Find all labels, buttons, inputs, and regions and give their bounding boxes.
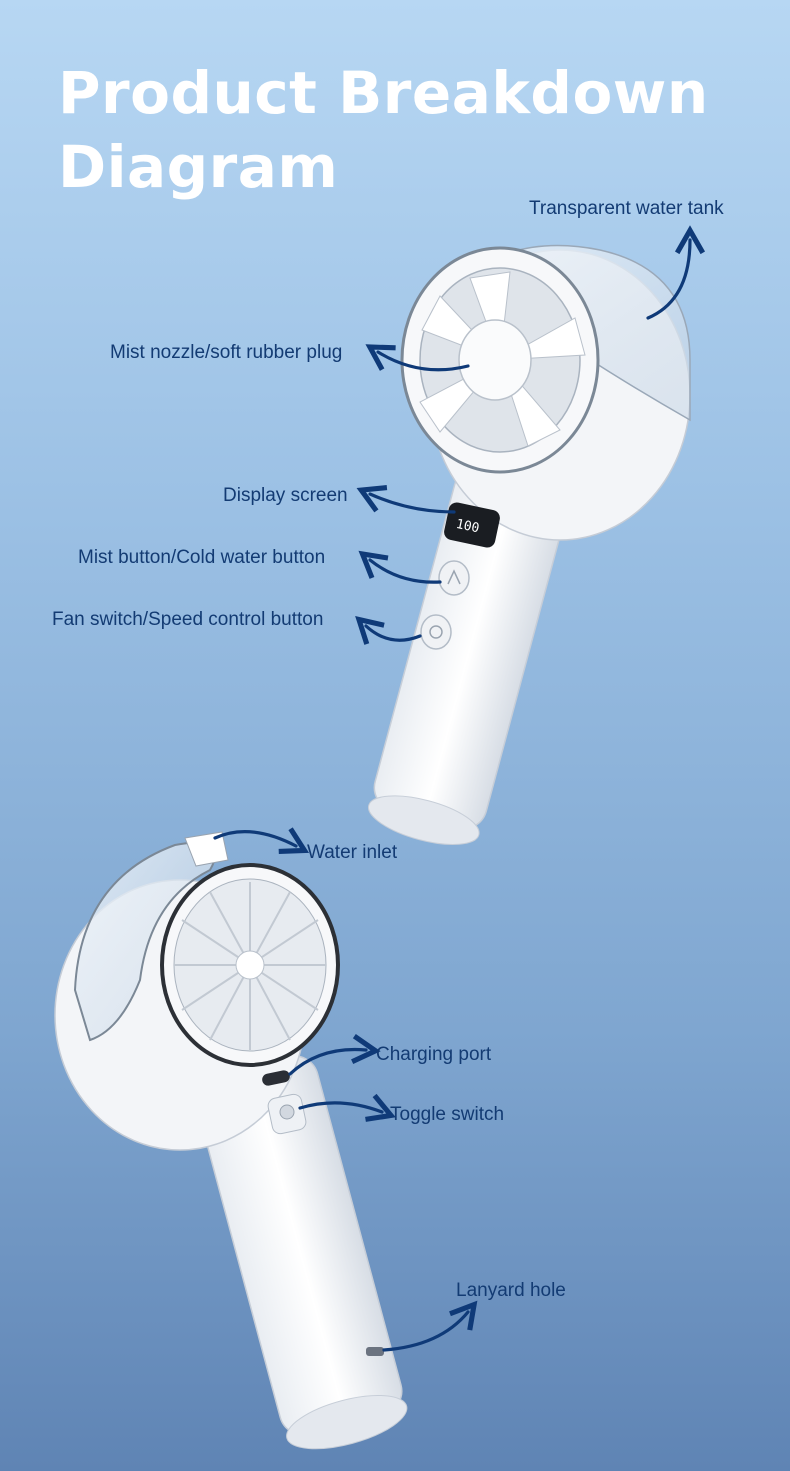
fan-speed-button[interactable] xyxy=(420,614,452,650)
label-transparent-water-tank: Transparent water tank xyxy=(529,198,724,219)
title-line-1: Product Breakdown xyxy=(58,59,709,127)
label-fan-switch: Fan switch/Speed control button xyxy=(52,609,324,630)
mist-button[interactable] xyxy=(438,560,470,596)
fan-device-rear-view xyxy=(54,831,408,1450)
display-reading: 100 xyxy=(455,517,481,537)
fan-device-front-view: 100 xyxy=(367,244,691,845)
lanyard-hole xyxy=(366,1347,384,1356)
label-water-inlet: Water inlet xyxy=(307,842,398,863)
arrow-mist-button xyxy=(358,550,442,584)
arrow-nozzle xyxy=(365,344,470,372)
water-inlet-cap xyxy=(184,831,229,867)
arrow-toggle xyxy=(298,1093,396,1122)
arrow-charging-port xyxy=(288,1034,381,1076)
page-title: Product Breakdown Diagram xyxy=(58,56,709,204)
display-screen: 100 xyxy=(444,502,500,548)
arrow-tank xyxy=(646,225,706,320)
arrow-water-inlet xyxy=(213,827,310,854)
label-toggle-switch: Toggle switch xyxy=(390,1104,505,1125)
arrow-display xyxy=(356,485,456,514)
mist-nozzle xyxy=(458,319,532,401)
label-charging-port: Charging port xyxy=(376,1044,492,1065)
title-line-2: Diagram xyxy=(58,133,339,201)
label-lanyard-hole: Lanyard hole xyxy=(456,1280,566,1301)
label-display-screen: Display screen xyxy=(223,485,348,506)
water-tank-shell-rear xyxy=(73,841,217,1042)
arrow-lanyard xyxy=(382,1300,478,1352)
callout-arrows xyxy=(213,225,706,1352)
charging-port[interactable] xyxy=(261,1069,291,1087)
arrow-fan-button xyxy=(355,616,422,645)
label-mist-button: Mist button/Cold water button xyxy=(78,547,326,568)
fan-hub-rear xyxy=(235,950,265,980)
label-mist-nozzle: Mist nozzle/soft rubber plug xyxy=(110,342,343,363)
